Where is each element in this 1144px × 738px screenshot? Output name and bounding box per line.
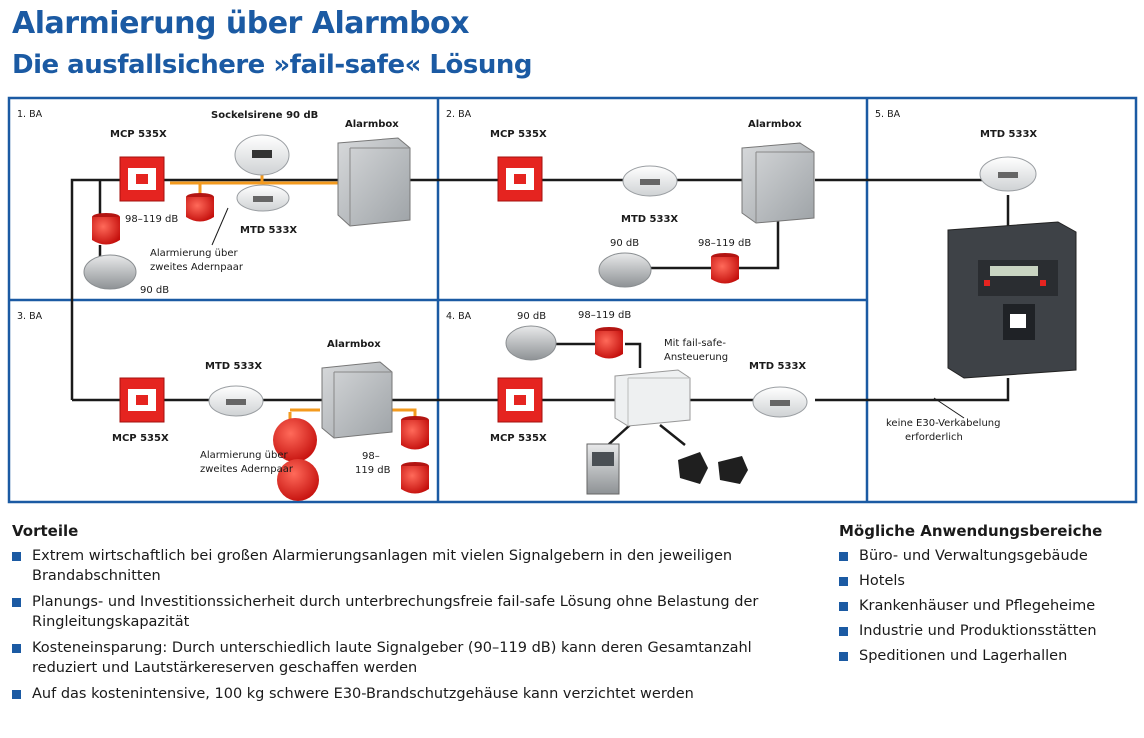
db-range-label-z2: 98–119 dB — [698, 238, 751, 249]
horn-icon — [273, 418, 319, 501]
bullet-icon — [839, 552, 848, 561]
list-item-text: Krankenhäuser und Pflegeheime — [859, 598, 1096, 614]
call-point-icon — [497, 156, 543, 202]
zone-frames — [7, 96, 1138, 504]
list-item-text: Büro- und Verwaltungsgebäude — [859, 548, 1088, 564]
call-point-icon — [497, 377, 543, 423]
zone-label-1: 1. BA — [17, 109, 43, 120]
horn-icon — [678, 452, 748, 484]
sounder-icon — [401, 462, 429, 494]
alarm-note-z3-line2: zweites Adernpaar — [200, 464, 294, 475]
alarm-note-z1-line2: zweites Adernpaar — [150, 262, 244, 273]
sounder-icon — [711, 253, 739, 284]
db90-label-z4: 90 dB — [517, 311, 546, 322]
alarmbox-icon — [614, 369, 691, 427]
alarmbox-icon — [321, 361, 393, 439]
bullet-icon — [839, 652, 848, 661]
mtd-label-z3: MTD 533X — [205, 361, 262, 372]
smoke-detector-icon — [979, 156, 1037, 192]
mcp-label-z3: MCP 535X — [112, 433, 169, 444]
db90-label-z2: 90 dB — [610, 238, 639, 249]
failsafe-note-line1: Mit fail-safe- — [664, 338, 726, 349]
control-panel-icon — [947, 221, 1077, 379]
bullet-icon — [12, 598, 21, 607]
mcp-label-z1: MCP 535X — [110, 129, 167, 140]
siren-icon — [598, 252, 652, 288]
mcp-label-z2: MCP 535X — [490, 129, 547, 140]
siren-icon — [505, 325, 557, 361]
alarmbox-icon — [337, 137, 411, 227]
list-item-text: Kosteneinsparung: Durch unterschiedlich … — [32, 640, 752, 676]
sounder-icon — [401, 416, 429, 450]
list-item: Krankenhäuser und Pflegeheime — [839, 596, 1139, 616]
list-item-text: Auf das kostenintensive, 100 kg schwere … — [32, 686, 694, 702]
anwendung-heading: Mögliche Anwendungsbereiche — [839, 522, 1103, 540]
list-item-text: Industrie und Produktionsstätten — [859, 623, 1097, 639]
alarm-note-z3-line1: Alarmierung über — [200, 450, 289, 461]
bullet-icon — [839, 577, 848, 586]
list-item: Extrem wirtschaftlich bei großen Alarmie… — [12, 546, 782, 586]
list-item: Speditionen und Lagerhallen — [839, 646, 1139, 666]
zone-label-2: 2. BA — [446, 109, 472, 120]
bullet-icon — [12, 552, 21, 561]
mtd-label-z5: MTD 533X — [980, 129, 1037, 140]
siren-icon — [234, 134, 290, 176]
mtd-label-z4: MTD 533X — [749, 361, 806, 372]
smoke-detector-icon — [208, 385, 264, 417]
list-item-text: Speditionen und Lagerhallen — [859, 648, 1068, 664]
failsafe-note-line2: Ansteuerung — [664, 352, 728, 363]
zone-label-5: 5. BA — [875, 109, 901, 120]
mcp-label-z4: MCP 535X — [490, 433, 547, 444]
list-item: Planungs- und Investitionssicherheit dur… — [12, 592, 782, 632]
db-range-label-z1: 98–119 dB — [125, 214, 178, 225]
alarmbox-label-z1: Alarmbox — [345, 119, 399, 130]
list-item-text: Extrem wirtschaftlich bei großen Alarmie… — [32, 548, 733, 584]
db90-label-z1: 90 dB — [140, 285, 169, 296]
mtd-label-z1: MTD 533X — [240, 225, 297, 236]
zone-label-3: 3. BA — [17, 311, 43, 322]
vorteile-list: Extrem wirtschaftlich bei großen Alarmie… — [12, 546, 782, 710]
e30-note-line2: erforderlich — [905, 432, 963, 443]
alarmbox-label-z3: Alarmbox — [327, 339, 381, 350]
page-subtitle: Die ausfallsichere »fail-safe« Lösung — [12, 50, 532, 80]
smoke-detector-icon — [752, 386, 808, 418]
list-item-text: Hotels — [859, 573, 905, 589]
anwendung-list: Büro- und Verwaltungsgebäude Hotels Kran… — [839, 546, 1139, 671]
list-item: Büro- und Verwaltungsgebäude — [839, 546, 1139, 566]
list-item-text: Planungs- und Investitionssicherheit dur… — [32, 594, 759, 630]
call-point-icon — [119, 377, 165, 423]
bullet-icon — [839, 602, 848, 611]
bullet-icon — [12, 690, 21, 699]
db-range-label-z3-top: 98– — [362, 451, 380, 462]
bullet-icon — [12, 644, 21, 653]
vorteile-heading: Vorteile — [12, 522, 79, 540]
control-panel-icon — [586, 443, 620, 495]
bullet-icon — [839, 627, 848, 636]
sockelsirene-label: Sockelsirene 90 dB — [211, 110, 318, 121]
call-point-icon — [119, 156, 165, 202]
e30-note-line1: keine E30-Verkabelung — [886, 418, 1000, 429]
alarmbox-label-z2: Alarmbox — [748, 119, 802, 130]
sounder-icon — [92, 213, 120, 245]
db-range-label-z3-bottom: 119 dB — [355, 465, 391, 476]
mtd-label-z2: MTD 533X — [621, 214, 678, 225]
list-item: Auf das kostenintensive, 100 kg schwere … — [12, 684, 782, 704]
smoke-detector-icon — [236, 184, 290, 212]
ring-wiring — [70, 178, 1010, 446]
page-title: Alarmierung über Alarmbox — [12, 6, 470, 41]
alarm-note-z1-line1: Alarmierung über — [150, 248, 239, 259]
list-item: Kosteneinsparung: Durch unterschiedlich … — [12, 638, 782, 678]
list-item: Hotels — [839, 571, 1139, 591]
system-diagram: 1. BA 2. BA 3. BA 4. BA 5. BA MCP 535X — [7, 96, 1138, 504]
sounder-icon — [595, 327, 623, 359]
list-item: Industrie und Produktionsstätten — [839, 621, 1139, 641]
siren-icon — [83, 254, 137, 290]
smoke-detector-icon — [622, 165, 678, 197]
db-range-label-z4: 98–119 dB — [578, 310, 631, 321]
zone-label-4: 4. BA — [446, 311, 472, 322]
sounder-icon — [186, 193, 214, 222]
alarmbox-icon — [741, 142, 815, 224]
